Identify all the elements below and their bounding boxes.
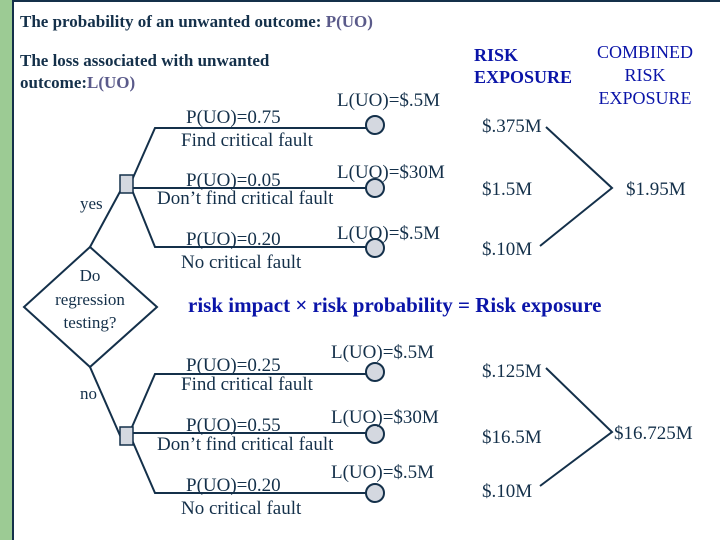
risk-formula: risk impact × risk probability = Risk ex… [188, 293, 602, 317]
no-outcome-1-loss: L(UO)=$.5M [331, 342, 435, 363]
yes-outcome-1-loss: L(UO)=$.5M [337, 90, 441, 111]
no-outcome-2-loss: L(UO)=$30M [331, 407, 439, 428]
yes-outcome-3-exposure: $.10M [482, 239, 533, 260]
yes-outcome-3-desc: No critical fault [181, 252, 302, 273]
risk-exposure-header-line1: RISK [474, 45, 519, 65]
no-outcome-1-prob: P(UO)=0.25 [186, 355, 281, 376]
yes-chance-node [119, 174, 134, 194]
yes-outcome-3-prob: P(UO)=0.20 [186, 229, 281, 250]
probability-definition: The probability of an unwanted outcome: … [20, 13, 373, 30]
no-outcome-2-desc: Don’t find critical fault [157, 434, 334, 455]
no-outcome-2-prob: P(UO)=0.55 [186, 415, 281, 436]
no-outcome-1-desc: Find critical fault [181, 374, 313, 395]
loss-definition-text: outcome: [20, 73, 88, 92]
outcome-node-no-3 [365, 483, 385, 503]
outcome-node-no-2 [365, 424, 385, 444]
no-outcome-3-desc: No critical fault [181, 498, 302, 519]
frame-top-border [12, 0, 720, 2]
no-outcome-3-prob: P(UO)=0.20 [186, 475, 281, 496]
outcome-node-yes-1 [365, 115, 385, 135]
side-accent-bar [0, 0, 12, 540]
outcome-node-yes-2 [365, 178, 385, 198]
loss-definition-line1: The loss associated with unwanted [20, 51, 270, 70]
no-outcome-3-exposure: $.10M [482, 481, 533, 502]
no-outcome-3-loss: L(UO)=$.5M [331, 462, 435, 483]
decision-text-line3: testing? [63, 313, 117, 332]
no-outcome-2-exposure: $16.5M [482, 427, 542, 448]
outcome-node-yes-3 [365, 238, 385, 258]
outcome-node-no-1 [365, 362, 385, 382]
combined-header-line2: RISK [624, 65, 666, 85]
frame-left-border [12, 0, 14, 540]
decision-text-line1: Do [79, 266, 101, 285]
combined-header-line1: COMBINED [596, 42, 693, 62]
yes-outcome-2-loss: L(UO)=$30M [337, 162, 445, 183]
yes-outcome-1-prob: P(UO)=0.75 [186, 107, 281, 128]
loss-definition-line2: outcome:L(UO) [20, 74, 135, 91]
probability-definition-text: The probability of an unwanted outcome: [20, 12, 326, 31]
risk-exposure-header-line2: EXPOSURE [474, 67, 573, 87]
probability-symbol: P(UO) [325, 12, 373, 31]
yes-outcome-1-desc: Find critical fault [181, 130, 313, 151]
yes-combined-exposure: $1.95M [626, 179, 686, 200]
no-chance-node [119, 426, 134, 446]
no-label: no [80, 384, 97, 403]
yes-label: yes [80, 194, 103, 213]
yes-outcome-2-prob: P(UO)=0.05 [186, 170, 281, 191]
yes-outcome-3-loss: L(UO)=$.5M [337, 223, 441, 244]
no-outcome-1-exposure: $.125M [482, 361, 542, 382]
yes-outcome-1-exposure: $.375M [482, 116, 542, 137]
combined-header-line3: EXPOSURE [598, 88, 692, 108]
decision-text-line2: regression [55, 290, 125, 309]
yes-outcome-2-desc: Don’t find critical fault [157, 188, 334, 209]
no-combined-exposure: $16.725M [614, 423, 693, 444]
loss-symbol: L(UO) [87, 73, 136, 92]
yes-outcome-2-exposure: $1.5M [482, 179, 533, 200]
